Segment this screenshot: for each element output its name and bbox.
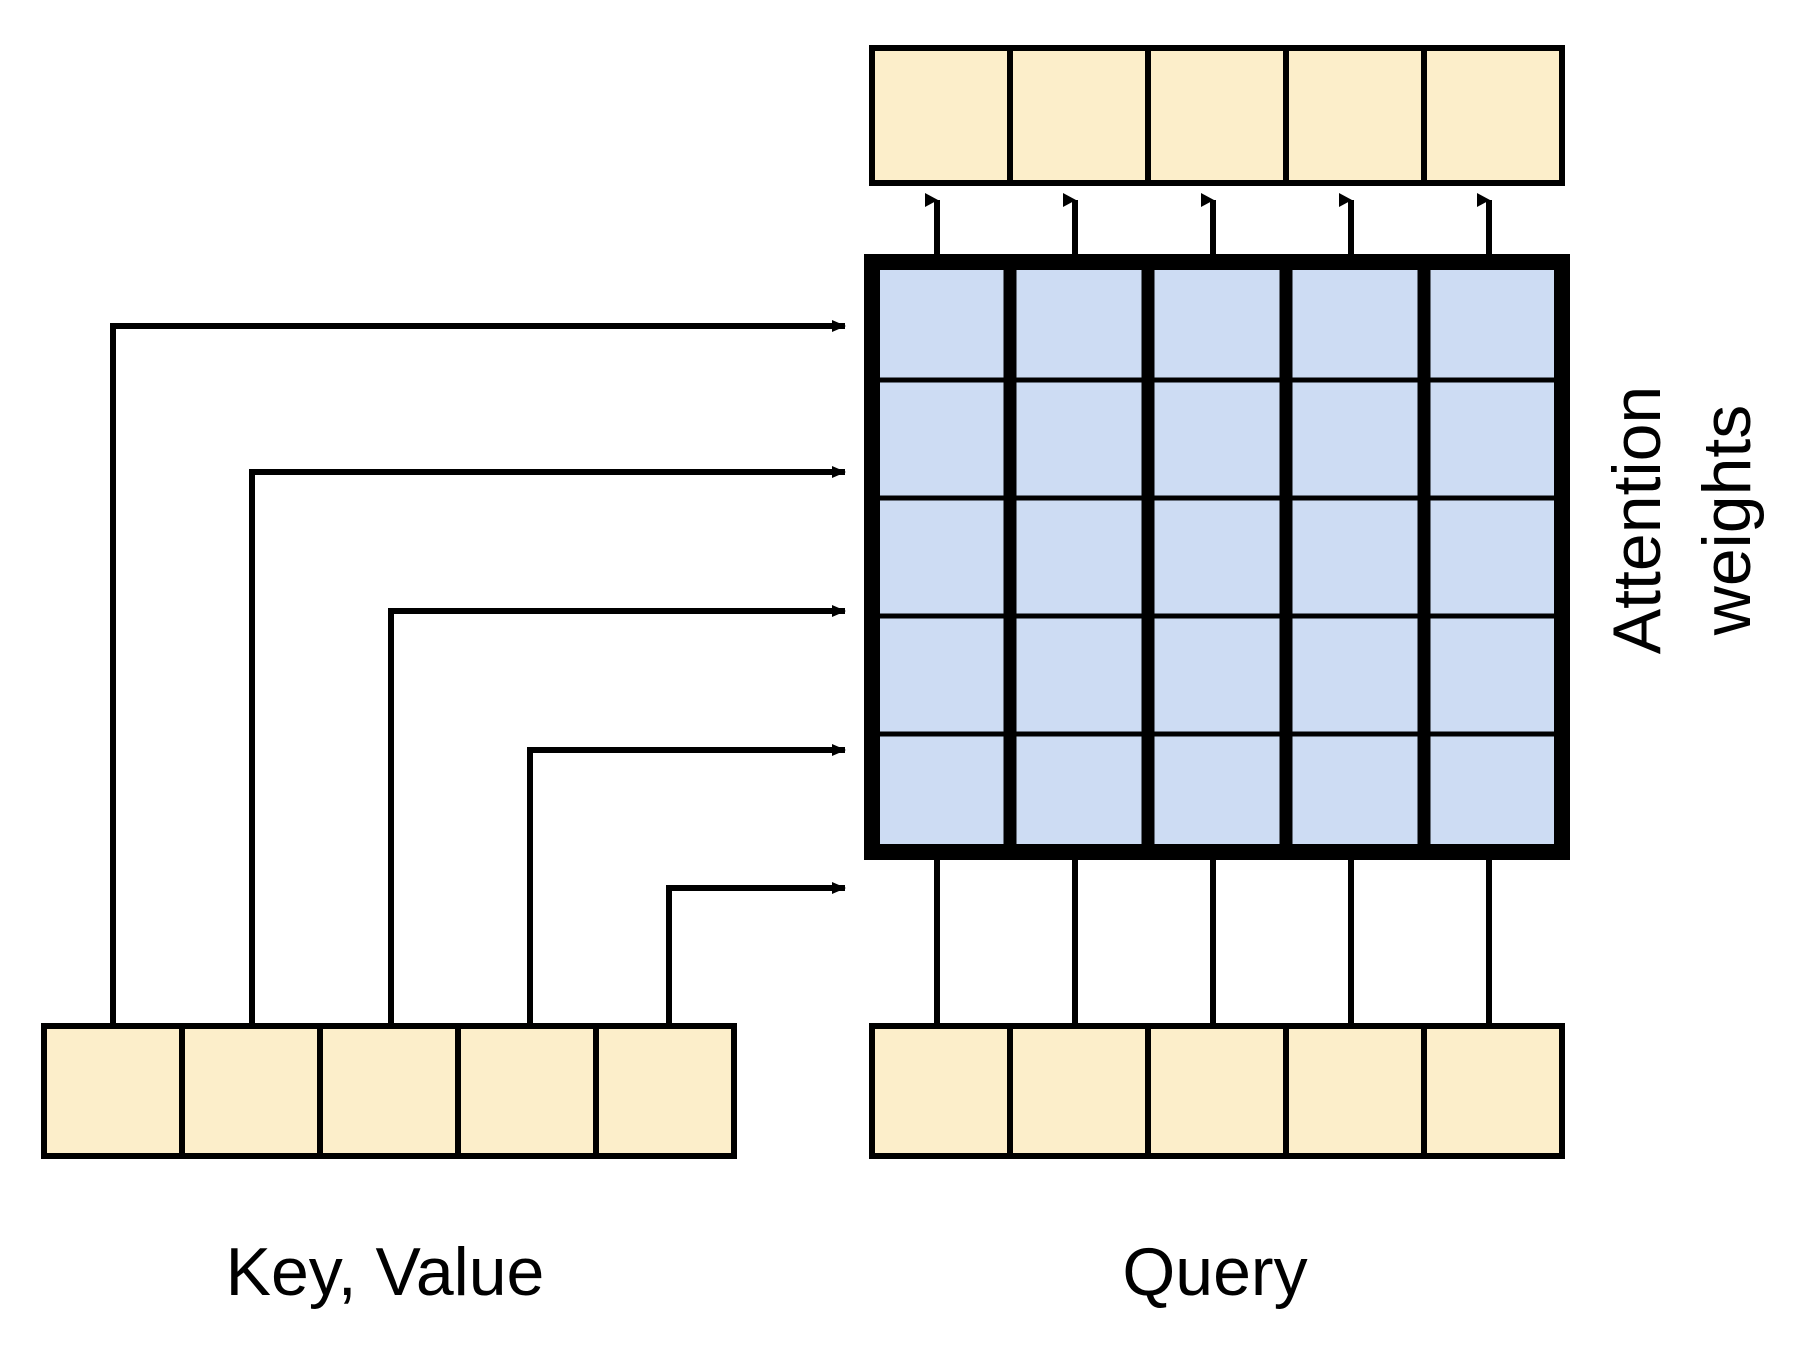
output-arrow-group	[925, 193, 1492, 258]
attention-weights-label-line2: weights	[1689, 405, 1765, 637]
attention-cell-r2c4[interactable]	[1283, 377, 1427, 501]
keyvalue-token-cell-4[interactable]	[455, 1023, 599, 1159]
attention-cell-r1c1[interactable]	[869, 259, 1013, 383]
attention-cell-r1c2[interactable]	[1007, 259, 1151, 383]
attention-column-separators	[1003, 262, 1431, 852]
keyvalue-connector-3	[388, 605, 846, 1026]
keyvalue-connector-5	[666, 882, 846, 1026]
keyvalue-token-cell-2[interactable]	[179, 1023, 323, 1159]
query-token-row	[869, 1023, 1565, 1159]
keyvalue-connector-group	[110, 320, 846, 1026]
output-token-cell-2[interactable]	[1007, 45, 1151, 186]
attention-cell-r2c5[interactable]	[1421, 377, 1565, 501]
query-token-cell-4[interactable]	[1283, 1023, 1427, 1159]
keyvalue-connector-1	[110, 320, 846, 1026]
attention-cell-r2c1[interactable]	[869, 377, 1013, 501]
attention-cell-r1c5[interactable]	[1421, 259, 1565, 383]
keyvalue-connector-4	[527, 744, 846, 1026]
query-token-cell-3[interactable]	[1145, 1023, 1289, 1159]
attention-cell-r5c4[interactable]	[1283, 731, 1427, 855]
output-token-cell-4[interactable]	[1283, 45, 1427, 186]
attention-cell-r5c2[interactable]	[1007, 731, 1151, 855]
query-token-cell-5[interactable]	[1421, 1023, 1565, 1159]
attention-cell-r3c1[interactable]	[869, 495, 1013, 619]
keyvalue-connector-2	[249, 466, 846, 1026]
attention-cell-r5c1[interactable]	[869, 731, 1013, 855]
attention-weights-label-line1: Attention	[1599, 386, 1675, 654]
attention-cell-r3c4[interactable]	[1283, 495, 1427, 619]
attention-matrix-border	[864, 254, 1570, 860]
attention-cell-r3c5[interactable]	[1421, 495, 1565, 619]
attention-cell-r4c3[interactable]	[1145, 613, 1289, 737]
attention-cell-r1c4[interactable]	[1283, 259, 1427, 383]
attention-weight-matrix	[864, 254, 1570, 860]
attention-cell-r4c1[interactable]	[869, 613, 1013, 737]
attention-cell-r3c3[interactable]	[1145, 495, 1289, 619]
attention-cell-r4c4[interactable]	[1283, 613, 1427, 737]
keyvalue-token-cell-1[interactable]	[41, 1023, 185, 1159]
output-token-cell-3[interactable]	[1145, 45, 1289, 186]
output-token-cell-1[interactable]	[869, 45, 1013, 186]
keyvalue-token-cell-5[interactable]	[593, 1023, 737, 1159]
key-value-label: Key, Value	[226, 1234, 545, 1310]
query-connector-group	[934, 852, 1492, 1026]
attention-cell-r3c2[interactable]	[1007, 495, 1151, 619]
attention-cell-r5c3[interactable]	[1145, 731, 1289, 855]
query-token-cell-1[interactable]	[869, 1023, 1013, 1159]
attention-cell-r4c5[interactable]	[1421, 613, 1565, 737]
attention-cell-r2c2[interactable]	[1007, 377, 1151, 501]
attention-cell-r4c2[interactable]	[1007, 613, 1151, 737]
output-token-row	[869, 45, 1565, 186]
attention-cell-r1c3[interactable]	[1145, 259, 1289, 383]
output-token-cell-5[interactable]	[1421, 45, 1565, 186]
keyvalue-token-cell-3[interactable]	[317, 1023, 461, 1159]
query-label: Query	[1122, 1234, 1307, 1310]
attention-cell-r5c5[interactable]	[1421, 731, 1565, 855]
keyvalue-token-row	[41, 1023, 737, 1159]
attention-weights-label: Attention weights	[1599, 386, 1765, 654]
attention-cell-r2c3[interactable]	[1145, 377, 1289, 501]
query-token-cell-2[interactable]	[1007, 1023, 1151, 1159]
